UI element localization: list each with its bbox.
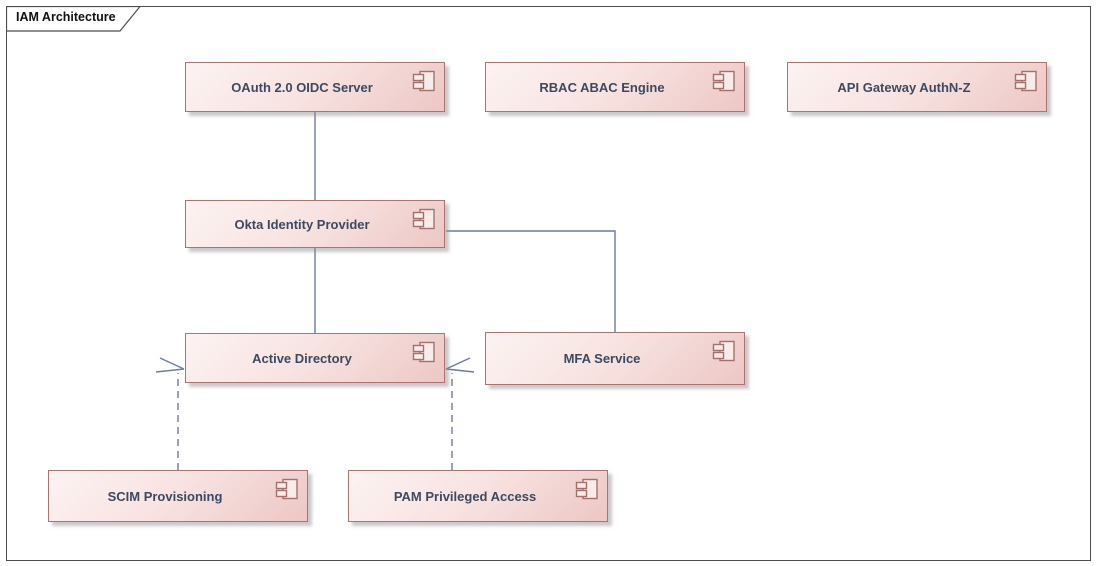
component-icon: [412, 208, 435, 230]
component-icon: [712, 340, 735, 362]
diagram-title: IAM Architecture: [16, 10, 116, 24]
component-label: Okta Identity Provider: [234, 216, 370, 232]
component-icon: [275, 478, 298, 500]
component-node-rbac-abac-engine[interactable]: RBAC ABAC Engine: [485, 62, 745, 112]
component-node-pam-privileged-access[interactable]: PAM Privileged Access: [348, 470, 608, 522]
component-node-okta-identity-provider[interactable]: Okta Identity Provider: [185, 200, 445, 248]
component-node-active-directory[interactable]: Active Directory: [185, 333, 445, 383]
component-icon: [712, 70, 735, 92]
component-label: PAM Privileged Access: [393, 488, 537, 504]
diagram-frame: [6, 6, 1091, 561]
component-label: API Gateway AuthN-Z: [837, 79, 971, 95]
component-label: Active Directory: [252, 350, 352, 366]
component-node-scim-provisioning[interactable]: SCIM Provisioning: [48, 470, 308, 522]
component-icon: [412, 341, 435, 363]
component-label: MFA Service: [563, 351, 641, 366]
component-node-mfa-service[interactable]: MFA Service: [485, 332, 745, 385]
component-label: RBAC ABAC Engine: [539, 79, 665, 95]
component-label: SCIM Provisioning: [107, 488, 223, 504]
component-icon: [412, 70, 435, 92]
component-node-api-gateway-authn-z[interactable]: API Gateway AuthN-Z: [787, 62, 1047, 112]
component-label: OAuth 2.0 OIDC Server: [231, 79, 373, 95]
component-icon: [575, 478, 598, 500]
component-node-oauth-oidc-server[interactable]: OAuth 2.0 OIDC Server: [185, 62, 445, 112]
frame-title-tab: [6, 6, 142, 32]
component-icon: [1014, 70, 1037, 92]
